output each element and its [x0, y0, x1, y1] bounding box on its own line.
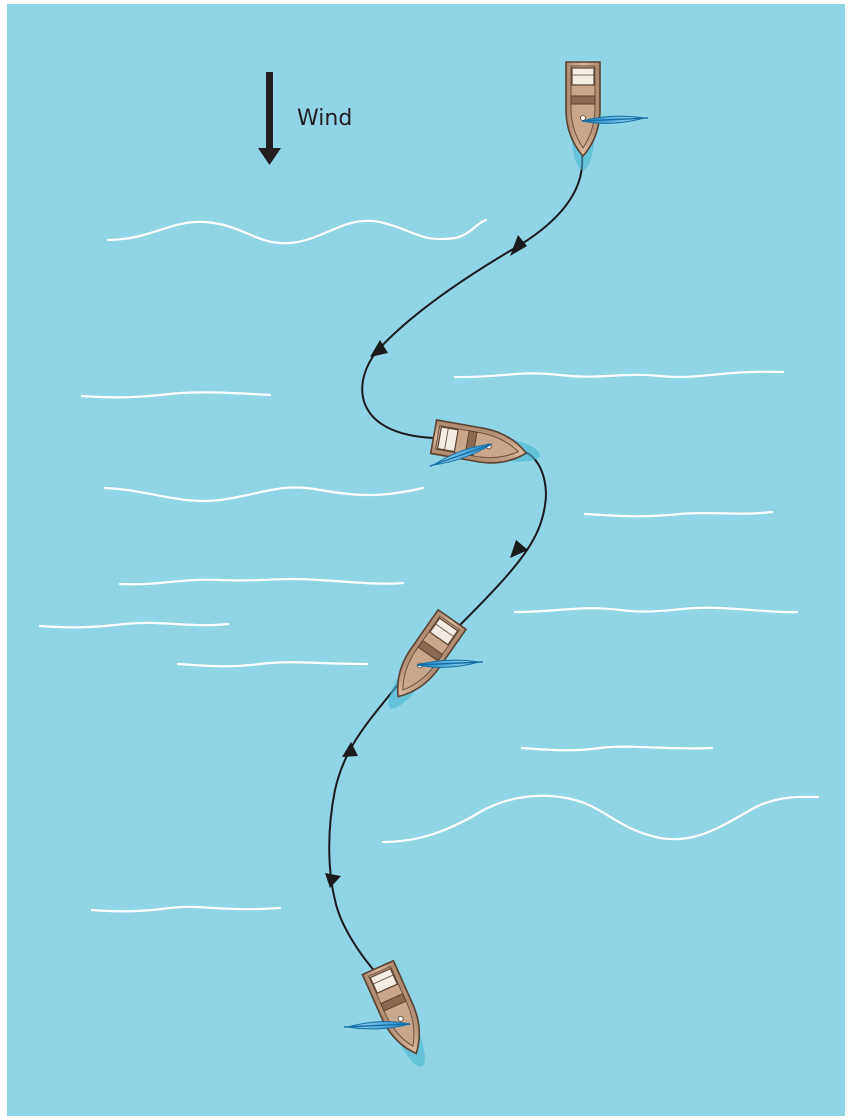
water — [7, 4, 845, 1116]
wind-label: Wind — [297, 106, 352, 131]
